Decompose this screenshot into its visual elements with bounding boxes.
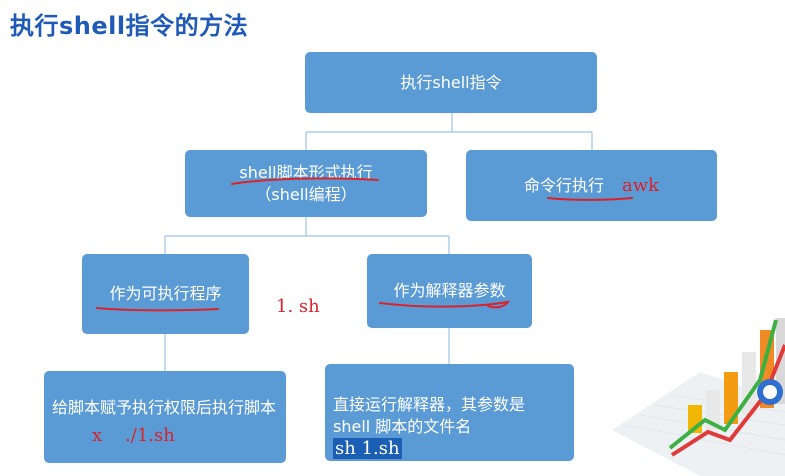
underline-script (231, 177, 379, 185)
root-node: 执行shell指令 (305, 52, 597, 113)
executable-node-label: 作为可执行程序 (109, 284, 222, 303)
exec-desc-text: 给脚本赋予执行权限后执行脚本 (52, 398, 277, 417)
interp-desc-line2: shell 脚本的文件名 (333, 417, 472, 436)
underline-cmdline (547, 197, 633, 201)
cmdline-node-label: 命令行执行 (523, 175, 604, 195)
script-node-label: shell脚本形式执行 (239, 162, 373, 182)
cmdline-node: 命令行执行 awk (466, 150, 717, 221)
exec-desc-annotation: x ./1.sh (92, 425, 175, 446)
interp-desc-code: sh 1.sh (333, 438, 402, 459)
script-node-sublabel: （shell编程） (255, 184, 357, 204)
underline-interpreter (379, 300, 511, 309)
script-node: shell脚本形式执行 （shell编程） (185, 150, 427, 217)
interpreter-node: 作为解释器参数 (367, 254, 532, 328)
underline-executable (96, 307, 219, 312)
exec-desc-node: 给脚本赋予执行权限后执行脚本 (44, 371, 286, 463)
page-title: 执行shell指令的方法 (10, 12, 249, 40)
root-node-label: 执行shell指令 (400, 72, 502, 92)
interp-desc-line1: 直接运行解释器，其参数是 (333, 395, 526, 414)
floating-annotation: 1. sh (276, 296, 320, 317)
cmdline-annotation: awk (621, 175, 660, 196)
interp-desc-node: 直接运行解释器，其参数是 shell 脚本的文件名 sh 1.sh (325, 364, 574, 461)
executable-node: 作为可执行程序 (82, 254, 249, 334)
interpreter-node-label: 作为解释器参数 (393, 281, 506, 300)
